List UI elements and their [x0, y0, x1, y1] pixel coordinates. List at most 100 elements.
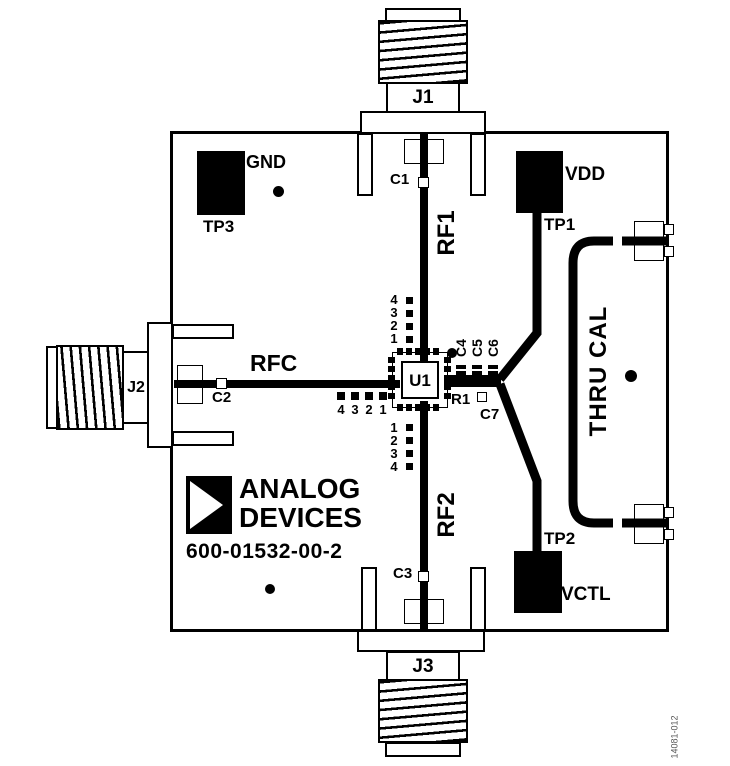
- j2-leg-top: [172, 324, 234, 339]
- chip-pin: [406, 348, 412, 355]
- u1-label: U1: [409, 370, 431, 390]
- pin-array-pad: [406, 323, 413, 330]
- pin-array-pad: [406, 310, 413, 317]
- pin-array-pad: [406, 450, 413, 457]
- adi-logo: [186, 476, 232, 534]
- chip-pin: [444, 357, 451, 363]
- pin-array-pad: [365, 392, 373, 400]
- r1-label: R1: [451, 391, 471, 408]
- chip-pin: [424, 404, 430, 411]
- j1-leg-left: [357, 133, 373, 196]
- thru-cal-label: THRU CAL: [585, 305, 612, 437]
- chip-pin: [424, 348, 430, 355]
- thru-cal-footprint-top: [634, 221, 664, 261]
- pin-number-digit: 3: [390, 446, 398, 461]
- c4-pad: [456, 371, 466, 375]
- c7-label: C7: [480, 406, 500, 423]
- c7-capacitor: [477, 392, 487, 402]
- c4-label: C4: [453, 339, 469, 357]
- j2-label: J2: [127, 378, 145, 396]
- c2-label: C2: [212, 389, 232, 406]
- tp3-label: TP3: [203, 217, 235, 236]
- pin-number-digit: 2: [390, 433, 398, 448]
- rfc-label: RFC: [250, 350, 298, 376]
- j2-body: J2: [122, 351, 150, 424]
- chip-pin: [388, 366, 395, 372]
- chip-pin: [415, 404, 421, 411]
- board-number: 600-01532-00-2: [186, 540, 343, 563]
- j2-threads: [56, 345, 124, 430]
- gnd-label: GND: [246, 152, 286, 172]
- pin-number-digit: 4: [390, 292, 398, 307]
- pin-number-digit: 2: [365, 402, 373, 417]
- chip-pin: [433, 348, 439, 355]
- tp3-pad: [197, 151, 245, 215]
- pin-number-digit: 3: [351, 402, 359, 417]
- pin-number-digit: 1: [390, 420, 398, 435]
- j1-label: J1: [412, 87, 434, 108]
- pin-array-pad: [351, 392, 359, 400]
- pin-array-pad: [379, 392, 387, 400]
- chip-pin: [406, 404, 412, 411]
- pin-number-digit: 4: [337, 402, 345, 417]
- chip-pin: [397, 404, 403, 411]
- j3-threads: [378, 679, 468, 743]
- bottom-left-via-dot: [265, 584, 275, 594]
- j3-leg-right: [470, 567, 486, 631]
- vctl-label: VCTL: [561, 584, 611, 605]
- vdd-label: VDD: [565, 164, 606, 185]
- chip-pin: [388, 375, 395, 381]
- chip-pin: [388, 384, 395, 390]
- chip-pin: [397, 348, 403, 355]
- gnd-via-dot: [273, 186, 284, 197]
- tp2-pad: [514, 551, 562, 613]
- thru-cal-footprint-bottom: [634, 504, 664, 544]
- j3-end-cap: [385, 742, 461, 757]
- chip-pin: [433, 404, 439, 411]
- j3-flange: [357, 630, 485, 652]
- pin-array-pad: [406, 336, 413, 343]
- c5-pad: [472, 371, 482, 375]
- pin-array-pad: [406, 297, 413, 304]
- pin-array-pad: [406, 463, 413, 470]
- j2-pad-outline: [177, 365, 203, 404]
- adi-logo-triangle-icon: [190, 481, 223, 529]
- j2-flange: [147, 322, 173, 448]
- c3-label: C3: [393, 565, 413, 582]
- chip-pin: [444, 384, 451, 390]
- j3-label: J3: [412, 655, 434, 677]
- thru-cal-footprint-bottom-tab1: [664, 507, 674, 518]
- c6-pad: [488, 371, 498, 375]
- pin-number-digit: 1: [390, 331, 398, 346]
- j3-pad-outline: [404, 599, 444, 624]
- brand-line2: DEVICES: [239, 502, 362, 533]
- c4-pad: [456, 365, 466, 369]
- pin-array-pad: [406, 424, 413, 431]
- j3-leg-left: [361, 567, 377, 631]
- tp1-pad: [516, 151, 563, 213]
- c3-capacitor: [418, 571, 429, 582]
- brand-line1: ANALOG: [239, 473, 361, 504]
- c5-pad: [472, 365, 482, 369]
- rf2-label: RF2: [433, 492, 460, 538]
- c6-pad: [488, 365, 498, 369]
- thru-cal-via-dot: [625, 370, 637, 382]
- chip-pin: [444, 393, 451, 399]
- c1-capacitor: [418, 177, 429, 188]
- figure-code: 14081-012: [669, 715, 680, 759]
- j1-leg-right: [470, 133, 486, 196]
- thru-cal-footprint-top-tab2: [664, 246, 674, 257]
- pin-array-pad: [406, 437, 413, 444]
- j1-pad-outline: [404, 139, 444, 164]
- rf1-label: RF1: [433, 210, 460, 256]
- pin-number-digit: 2: [390, 318, 398, 333]
- chip-pin: [388, 393, 395, 399]
- tp2-label: TP2: [544, 529, 576, 548]
- thru-cal-footprint-bottom-tab2: [664, 529, 674, 540]
- c5-label: C5: [469, 339, 485, 357]
- thru-cal-footprint-top-tab1: [664, 224, 674, 235]
- j1-body: J1: [386, 82, 460, 113]
- chip-pin: [444, 375, 451, 381]
- j1-threads: [378, 20, 468, 84]
